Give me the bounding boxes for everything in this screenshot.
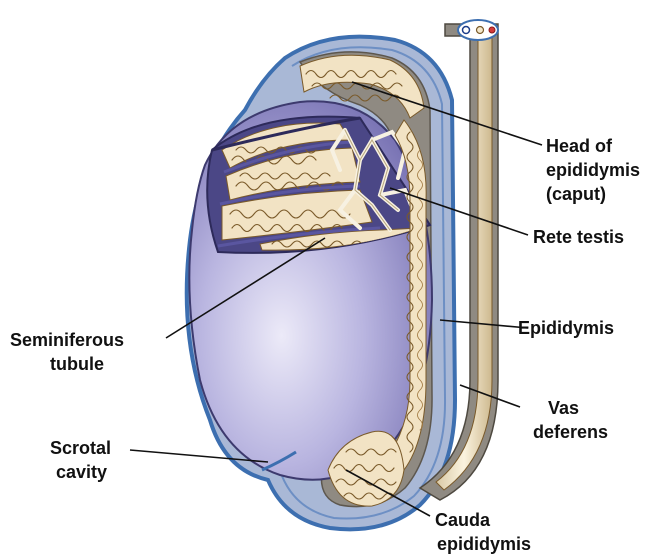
- label-seminiferous-tubule-1: Seminiferous: [10, 330, 124, 350]
- label-cauda-epididymis-2: epididymis: [437, 534, 531, 554]
- vessel-blue-icon: [463, 27, 470, 34]
- label-vas-deferens-2: deferens: [533, 422, 608, 442]
- label-head-of-epididymis-2: epididymis: [546, 160, 640, 180]
- duct-lumen-icon: [477, 27, 484, 34]
- label-head-of-epididymis-3: (caput): [546, 184, 606, 204]
- label-head-of-epididymis-1: Head of: [546, 136, 613, 156]
- label-rete-testis: Rete testis: [533, 227, 624, 247]
- label-scrotal-cavity-1: Scrotal: [50, 438, 111, 458]
- label-vas-deferens-1: Vas: [548, 398, 579, 418]
- vessel-red-icon: [489, 27, 495, 33]
- label-cauda-epididymis-1: Cauda: [435, 510, 491, 530]
- label-seminiferous-tubule-2: tubule: [50, 354, 104, 374]
- label-scrotal-cavity-2: cavity: [56, 462, 107, 482]
- label-epididymis: Epididymis: [518, 318, 614, 338]
